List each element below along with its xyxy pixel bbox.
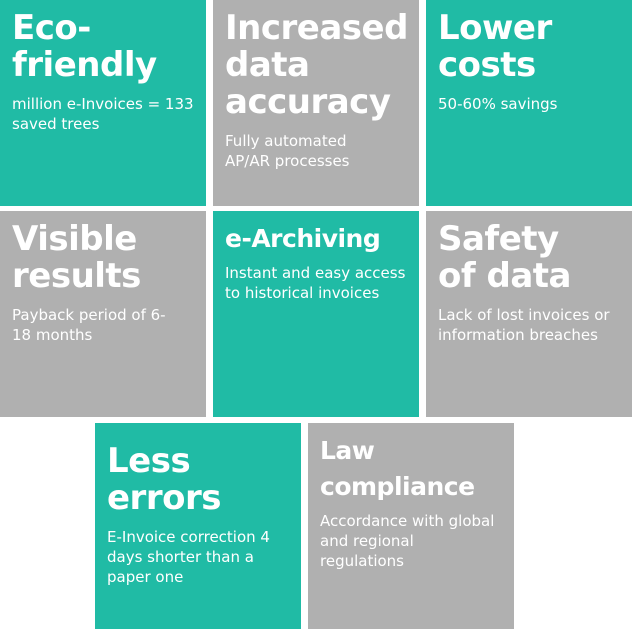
tile-title: Increased data accuracy xyxy=(225,8,408,122)
tile-visible-results: Visible results Payback period of 6-18 m… xyxy=(0,211,206,417)
tile-description: Fully automated AP/AR processes xyxy=(225,132,350,170)
tile-e-archiving: e-Archiving Instant and easy access to h… xyxy=(213,211,419,417)
tile-eco-friendly: Eco-friendly million e-Invoices = 133 sa… xyxy=(0,0,206,206)
tile-less-errors: Less errors E-Invoice correction 4 days … xyxy=(95,423,301,629)
tile-description: million e-Invoices = 133 saved trees xyxy=(12,95,194,133)
tile-title: Law compliance xyxy=(320,436,475,501)
tile-description: E-Invoice correction 4 days shorter than… xyxy=(107,528,270,586)
tile-lower-costs: Lower costs 50-60% savings xyxy=(426,0,632,206)
tile-title: Visible results xyxy=(12,219,141,296)
tile-description: Accordance with global and regional regu… xyxy=(320,512,495,570)
tile-title: Eco-friendly xyxy=(12,8,157,85)
tile-law-compliance: Law compliance Accordance with global an… xyxy=(308,423,514,629)
tile-title: Safety of data xyxy=(438,219,571,296)
tile-description: Lack of lost invoices or information bre… xyxy=(438,306,610,344)
tile-safety-of-data: Safety of data Lack of lost invoices or … xyxy=(426,211,632,417)
tile-title: e-Archiving xyxy=(225,224,381,253)
tile-description: Payback period of 6-18 months xyxy=(12,306,166,344)
tile-description: 50-60% savings xyxy=(438,95,558,113)
tile-description: Instant and easy access to historical in… xyxy=(225,264,406,302)
tile-title: Less errors xyxy=(107,441,221,518)
tile-data-accuracy: Increased data accuracy Fully automated … xyxy=(213,0,419,206)
tile-title: Lower costs xyxy=(438,8,552,85)
